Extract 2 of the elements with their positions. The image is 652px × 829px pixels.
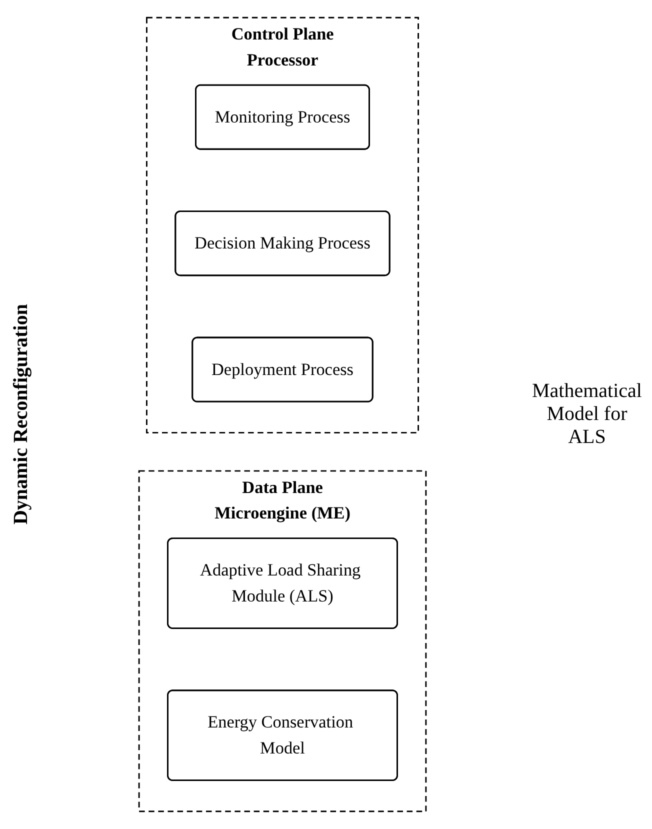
side-note: Mathematical Model for ALS [532,380,642,449]
side-label: Dynamic Reconfiguration [10,304,33,525]
